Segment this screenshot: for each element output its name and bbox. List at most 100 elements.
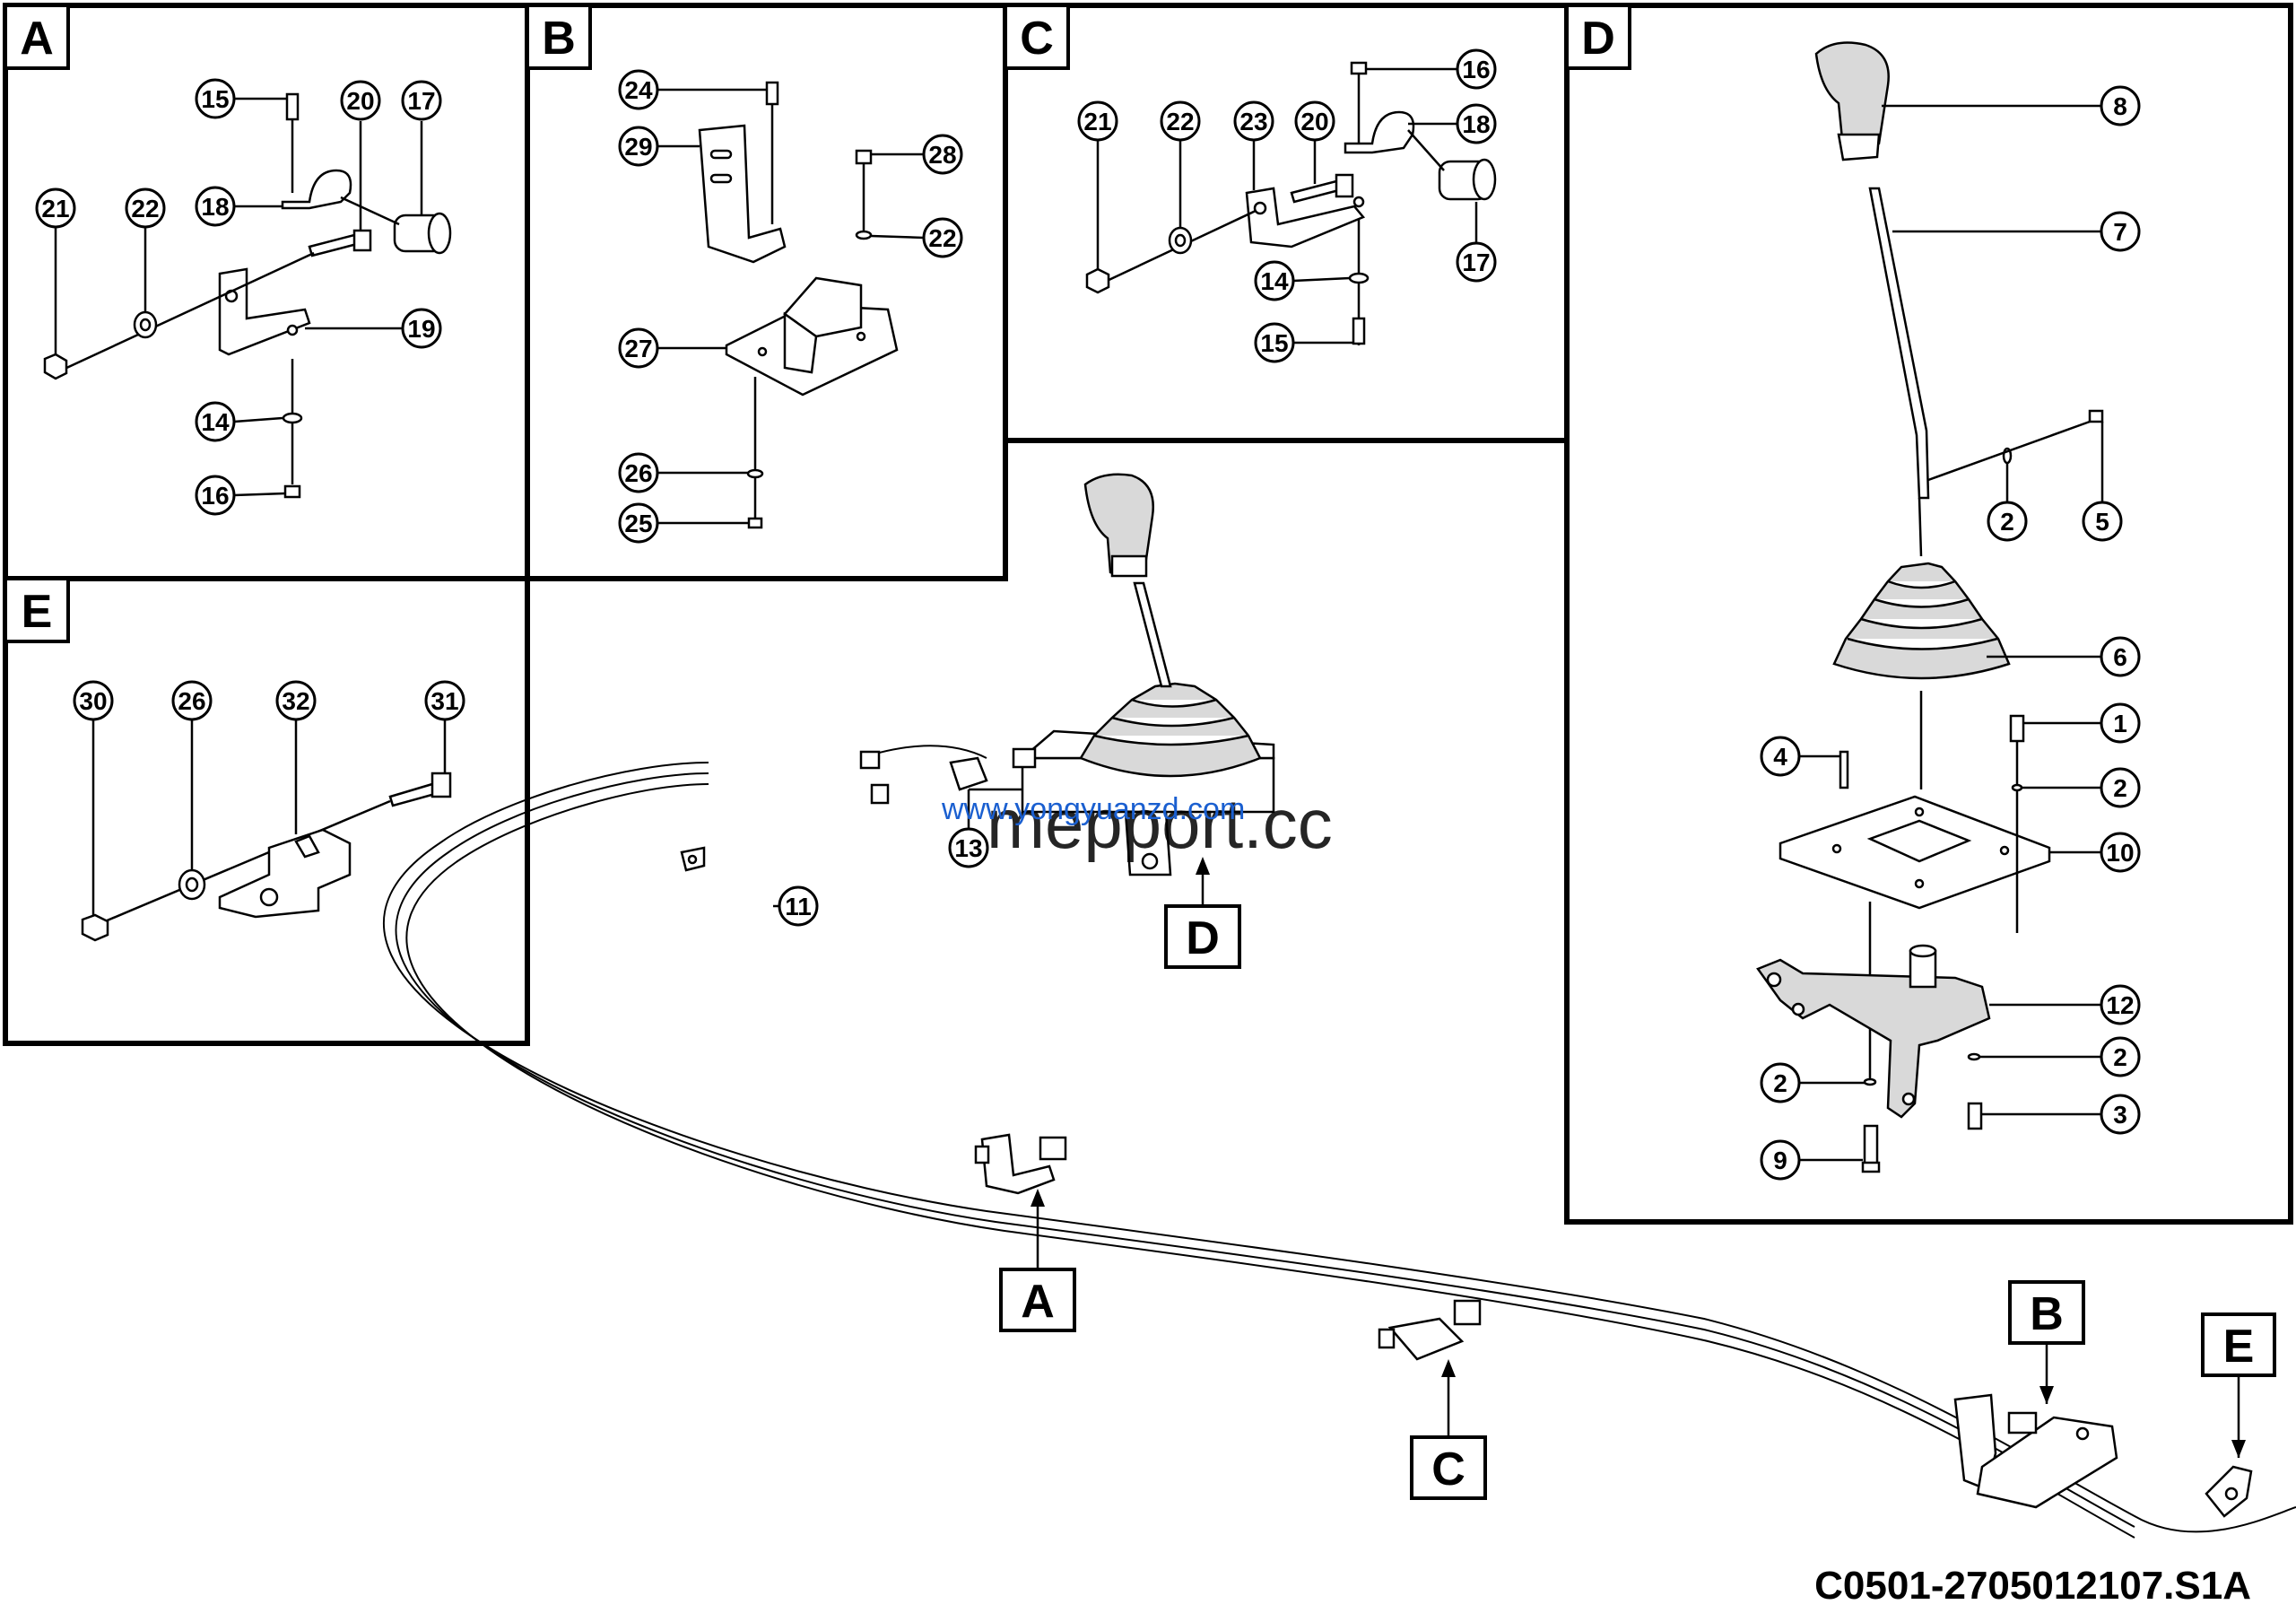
callout-d-8: 8 <box>2100 85 2141 126</box>
callout-c-17: 17 <box>1456 241 1497 283</box>
callout-d-7: 7 <box>2100 211 2141 252</box>
svg-text:B: B <box>2030 1288 2064 1340</box>
panel-d-tag: D <box>1565 4 1631 70</box>
main-callouts: 13 11 <box>773 788 1022 927</box>
svg-text:18: 18 <box>201 193 229 221</box>
callout-a-17: 17 <box>401 80 442 121</box>
callout-e-26: 26 <box>171 680 213 721</box>
callout-a-20: 20 <box>340 80 381 121</box>
main-assembly <box>383 473 2296 1539</box>
drawing-number: C0501-2705012107.S1A <box>1814 1564 2251 1608</box>
callout-c-14: 14 <box>1254 260 1295 301</box>
callout-c-21: 21 <box>1077 100 1118 142</box>
svg-text:16: 16 <box>1462 56 1490 83</box>
callout-e-31: 31 <box>424 680 465 721</box>
svg-text:E: E <box>22 586 53 638</box>
callout-b-27: 27 <box>618 327 659 369</box>
svg-text:26: 26 <box>178 687 205 715</box>
panel-a-callouts: 15 20 17 21 22 18 19 14 16 <box>35 78 442 516</box>
svg-text:30: 30 <box>79 687 107 715</box>
callout-a-14: 14 <box>195 401 236 442</box>
callout-d-4: 4 <box>1760 736 1801 777</box>
svg-text:12: 12 <box>2106 991 2134 1019</box>
svg-text:D: D <box>1581 13 1615 65</box>
callout-c-22: 22 <box>1160 100 1201 142</box>
svg-text:19: 19 <box>407 315 435 343</box>
callout-c-16: 16 <box>1456 48 1497 90</box>
view-tag-c: C <box>1410 1359 1487 1500</box>
callout-11: 11 <box>778 885 819 927</box>
svg-text:C: C <box>1431 1443 1465 1496</box>
callout-a-18: 18 <box>195 186 236 227</box>
callout-c-18: 18 <box>1456 103 1497 144</box>
svg-text:C: C <box>1020 13 1054 65</box>
svg-text:25: 25 <box>624 510 652 537</box>
panel-c-parts <box>1085 61 1497 345</box>
panel-e-callouts: 30 26 32 31 <box>73 680 465 915</box>
panel-c-tag: C <box>1004 4 1070 70</box>
panel-a-parts <box>43 92 452 499</box>
panel-d-callouts: 8 7 2 5 6 4 1 2 10 12 2 2 3 9 <box>1760 85 2141 1181</box>
svg-text:15: 15 <box>201 85 229 113</box>
svg-text:E: E <box>2223 1321 2255 1373</box>
svg-text:32: 32 <box>282 687 309 715</box>
callout-e-30: 30 <box>73 680 114 721</box>
callout-d-1: 1 <box>2100 702 2141 744</box>
svg-text:17: 17 <box>407 87 435 115</box>
svg-text:D: D <box>1186 912 1220 964</box>
svg-text:2: 2 <box>2000 508 2014 536</box>
callout-b-29: 29 <box>618 126 659 167</box>
callout-d-2-right: 2 <box>2100 1036 2141 1077</box>
svg-text:10: 10 <box>2106 839 2134 867</box>
svg-text:29: 29 <box>624 133 652 161</box>
callout-c-15: 15 <box>1254 322 1295 363</box>
svg-text:15: 15 <box>1260 329 1288 357</box>
svg-text:9: 9 <box>1773 1147 1787 1174</box>
callout-13: 13 <box>948 827 989 868</box>
panel-e-parts <box>81 772 452 942</box>
watermark-mark: mepport.cc <box>987 784 1333 863</box>
svg-text:2: 2 <box>2113 774 2127 802</box>
panel-a-tag: A <box>4 4 70 70</box>
view-tag-b: B <box>2008 1280 2085 1404</box>
svg-text:24: 24 <box>624 76 653 104</box>
svg-text:A: A <box>1021 1276 1055 1328</box>
callout-a-22: 22 <box>125 187 166 229</box>
callout-d-2-mid: 2 <box>2100 767 2141 808</box>
panel-d-frame <box>1564 3 2293 1225</box>
svg-text:7: 7 <box>2113 218 2127 246</box>
callout-d-6: 6 <box>2100 636 2141 677</box>
callout-c-20: 20 <box>1294 100 1335 142</box>
view-tag-d: D <box>1164 857 1241 969</box>
svg-text:18: 18 <box>1462 110 1490 138</box>
svg-text:21: 21 <box>1083 108 1111 135</box>
svg-text:21: 21 <box>41 195 69 222</box>
callout-d-2-left: 2 <box>1760 1062 1801 1103</box>
panel-b-parts <box>698 81 899 529</box>
svg-text:6: 6 <box>2113 643 2127 671</box>
view-tag-e: E <box>2201 1312 2276 1458</box>
callout-d-5: 5 <box>2082 501 2123 542</box>
svg-text:1: 1 <box>2113 710 2127 737</box>
panel-e-frame <box>3 576 530 1046</box>
panel-b-callouts: 24 29 28 22 27 26 25 <box>618 69 963 544</box>
svg-text:26: 26 <box>624 459 652 487</box>
callout-d-10: 10 <box>2100 832 2141 873</box>
callout-d-12: 12 <box>2100 984 2141 1025</box>
callout-c-23: 23 <box>1233 100 1274 142</box>
panel-b-tag: B <box>526 4 592 70</box>
svg-text:23: 23 <box>1239 108 1267 135</box>
callout-a-15: 15 <box>195 78 236 119</box>
svg-text:2: 2 <box>2113 1043 2127 1071</box>
panel-d-parts <box>1756 41 2104 1173</box>
svg-text:22: 22 <box>131 195 159 222</box>
callout-a-19: 19 <box>401 308 442 349</box>
callout-b-26: 26 <box>618 452 659 493</box>
svg-text:11: 11 <box>785 893 812 920</box>
svg-text:17: 17 <box>1462 249 1490 276</box>
svg-text:3: 3 <box>2113 1101 2127 1129</box>
callout-b-22: 22 <box>922 217 963 258</box>
panel-e-tag: E <box>4 577 70 643</box>
callout-b-24: 24 <box>618 69 659 110</box>
